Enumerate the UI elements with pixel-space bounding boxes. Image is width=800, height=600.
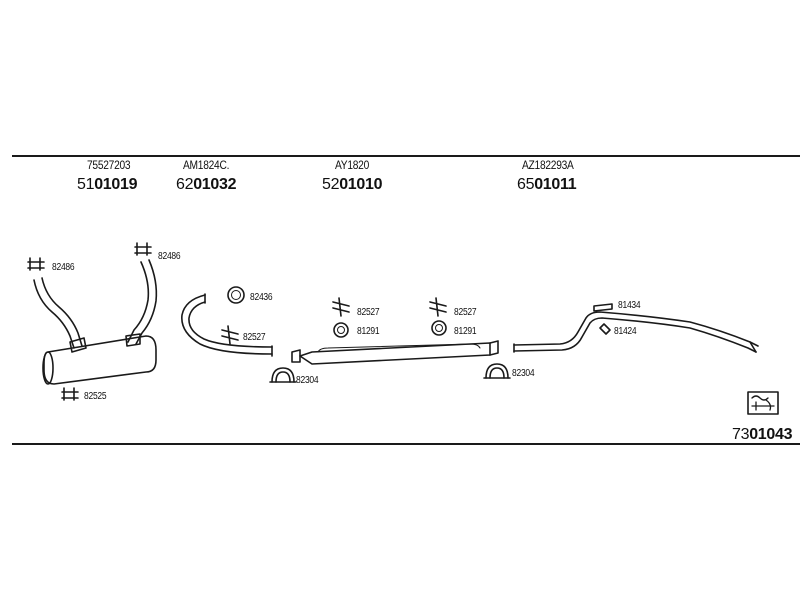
right-downpipe bbox=[127, 261, 150, 343]
left-downpipe-inner bbox=[41, 277, 83, 347]
bracket-81424 bbox=[599, 323, 611, 335]
label-82486-left: 82486 bbox=[52, 262, 75, 273]
left-downpipe bbox=[33, 279, 75, 349]
ring-81291-a bbox=[333, 322, 349, 338]
clamp-82525 bbox=[61, 387, 79, 401]
group-1-oe-code: 75527203 bbox=[87, 158, 131, 172]
top-divider bbox=[12, 155, 800, 157]
front-silencer-assembly bbox=[33, 259, 158, 385]
group-2-oe-code: AM1824C. bbox=[183, 158, 230, 172]
clamp-82527-a bbox=[221, 325, 239, 345]
bracket-81434 bbox=[593, 303, 613, 312]
label-82527-c: 82527 bbox=[454, 307, 477, 318]
left-collar bbox=[69, 337, 87, 353]
kit-prefix: 73 bbox=[732, 426, 750, 443]
ring-81291-b bbox=[431, 320, 447, 336]
group-4-number: 01011 bbox=[534, 176, 577, 193]
ring-82436 bbox=[227, 286, 245, 304]
intermediate-pipe bbox=[181, 293, 273, 357]
label-82525: 82525 bbox=[84, 391, 107, 402]
clamp-82527-b bbox=[332, 297, 350, 317]
label-81424: 81424 bbox=[614, 326, 637, 337]
front-silencer-end bbox=[42, 351, 54, 385]
kit-box-icon bbox=[747, 391, 779, 415]
group-2-number: 01032 bbox=[193, 176, 237, 193]
u-clamp-82304-b bbox=[483, 363, 511, 379]
label-82527-b: 82527 bbox=[357, 307, 380, 318]
clamp-82527-c bbox=[429, 297, 447, 317]
label-81291-a: 81291 bbox=[357, 326, 380, 337]
right-collar bbox=[125, 333, 141, 347]
group-3-part-number: 5201010 bbox=[322, 176, 383, 194]
kit-part-number: 7301043 bbox=[732, 426, 793, 444]
group-3-number: 01010 bbox=[339, 176, 383, 193]
bottom-divider bbox=[12, 443, 800, 445]
group-1-number: 01019 bbox=[94, 176, 138, 193]
label-81291-b: 81291 bbox=[454, 326, 477, 337]
group-1-prefix: 51 bbox=[77, 176, 95, 193]
group-3-oe-code: AY1820 bbox=[335, 158, 370, 172]
group-3-prefix: 52 bbox=[322, 176, 340, 193]
u-clamp-82304-a bbox=[269, 367, 297, 383]
tail-pipe bbox=[513, 311, 759, 353]
label-82304-a: 82304 bbox=[296, 375, 319, 386]
group-2-prefix: 62 bbox=[176, 176, 194, 193]
clamp-82486-left bbox=[27, 257, 45, 271]
label-82486-right: 82486 bbox=[158, 251, 181, 262]
right-downpipe-inner bbox=[135, 259, 158, 345]
group-4-prefix: 65 bbox=[517, 176, 535, 193]
center-silencer bbox=[291, 340, 499, 365]
group-4-oe-code: AZ182293A bbox=[522, 158, 574, 172]
group-1-part-number: 5101019 bbox=[77, 176, 138, 194]
clamp-82486-right bbox=[134, 242, 152, 256]
label-82436: 82436 bbox=[250, 292, 273, 303]
label-81434: 81434 bbox=[618, 300, 641, 311]
label-82304-b: 82304 bbox=[512, 368, 535, 379]
label-82527-a: 82527 bbox=[243, 332, 266, 343]
kit-number: 01043 bbox=[749, 426, 793, 443]
group-4-part-number: 6501011 bbox=[517, 176, 577, 194]
group-2-part-number: 6201032 bbox=[176, 176, 237, 194]
